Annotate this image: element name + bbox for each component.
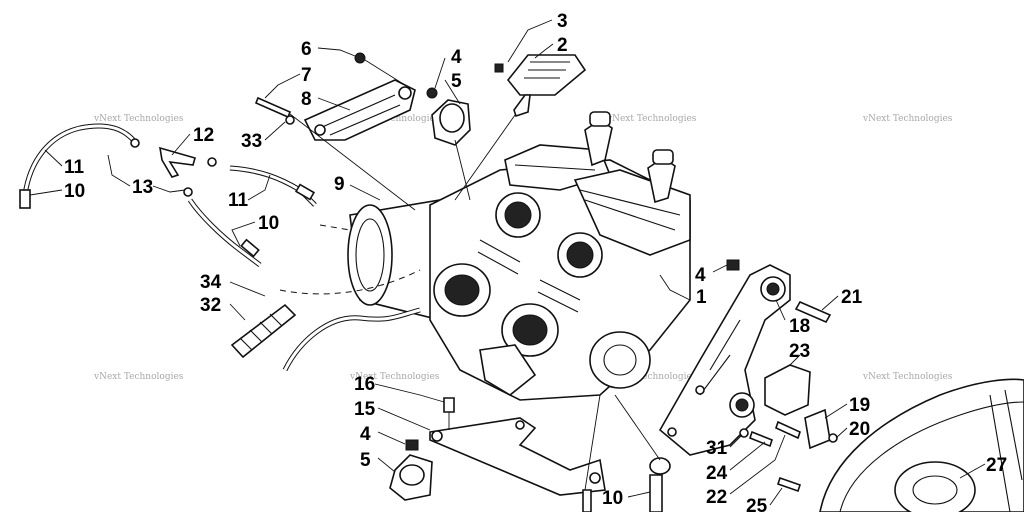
callout-6: 6 [301, 39, 312, 60]
callout-27: 27 [986, 455, 1007, 476]
callout-15: 15 [354, 399, 376, 420]
watermark: vNext Technologies [93, 372, 184, 382]
watermark: vNext Technologies [349, 372, 440, 382]
fuel-lines [19, 123, 317, 267]
callout-21: 21 [841, 287, 863, 308]
callout-19: 19 [849, 395, 870, 416]
callout-32: 32 [200, 295, 221, 316]
callout-4: 4 [695, 265, 706, 286]
callout-13: 13 [132, 177, 153, 198]
callout-18: 18 [789, 316, 810, 337]
callout-34: 34 [200, 272, 222, 293]
callout-11: 11 [228, 190, 249, 211]
leader-lines [29, 19, 986, 506]
watermark: vNext Technologies [606, 372, 697, 382]
engine-block [279, 111, 691, 401]
callout-31: 31 [706, 438, 728, 459]
callout-24: 24 [706, 463, 728, 484]
callout-9: 9 [334, 174, 345, 195]
mount-bracket-rear [658, 259, 838, 493]
engine-mount-top [426, 87, 471, 201]
callout-20: 20 [849, 419, 870, 440]
callout-16: 16 [354, 374, 375, 395]
callout-1: 1 [696, 287, 707, 308]
callout-5: 5 [451, 71, 462, 92]
callout-2: 2 [557, 35, 568, 56]
watermark: vNext Technologies [349, 114, 440, 124]
impulse-line [230, 303, 421, 372]
watermark: vNext Technologies [93, 114, 184, 124]
callout-3: 3 [557, 11, 568, 32]
callout-8: 8 [301, 89, 312, 110]
callout-7: 7 [301, 65, 312, 86]
callout-5: 5 [360, 450, 371, 471]
watermark: vNext Technologies [606, 114, 697, 124]
lower-mount-plate [389, 394, 671, 512]
callout-12: 12 [193, 125, 214, 146]
callout-4: 4 [451, 47, 462, 68]
callout-10: 10 [258, 213, 279, 234]
callout-23: 23 [789, 341, 810, 362]
callout-4: 4 [360, 424, 371, 445]
callout-11: 11 [64, 157, 85, 178]
callout-25: 25 [746, 496, 768, 512]
callout-10: 10 [64, 181, 85, 202]
watermark: vNext Technologies [862, 372, 953, 382]
callout-10: 10 [602, 488, 623, 509]
watermark: vNext Technologies [862, 114, 953, 124]
callout-33: 33 [241, 131, 262, 152]
recoil-starter [454, 54, 587, 201]
watermarks: vNext Technologies vNext Technologies vN… [93, 114, 953, 382]
callout-labels: 1 2 3 4 4 4 5 5 6 7 8 9 10 10 10 11 11 1… [64, 11, 1007, 512]
callout-22: 22 [706, 487, 727, 508]
mount-bracket-front [254, 52, 416, 211]
drive-clutch [819, 378, 1024, 512]
